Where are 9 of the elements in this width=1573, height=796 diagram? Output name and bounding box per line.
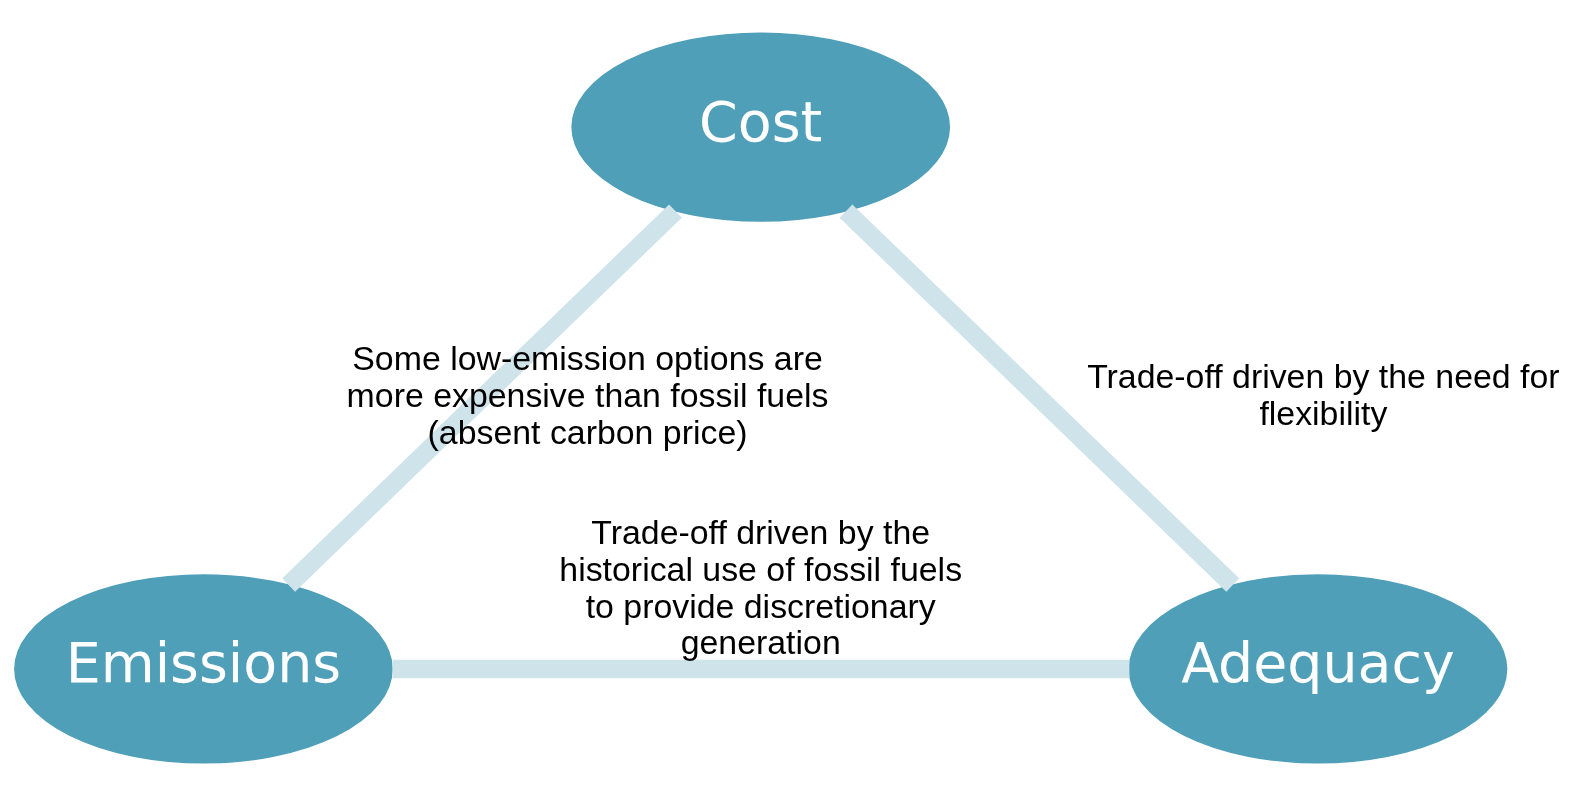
- edge-label: Some low-emission options are more expensive than fossil fuels (absent carbon price): [346, 338, 829, 451]
- connector: [282, 204, 682, 592]
- node-ellipse: Cost: [571, 32, 951, 222]
- edge-label: Trade-off driven by the need for flexibility: [1087, 357, 1560, 433]
- connector: [839, 204, 1240, 592]
- node-ellipse: Emissions: [14, 574, 393, 764]
- edge-label: Trade-off driven by the historical use of fossil fuels to provide discretionary generation: [559, 512, 963, 662]
- node-ellipse: Adequacy: [1128, 574, 1508, 764]
- connector: [392, 659, 1130, 679]
